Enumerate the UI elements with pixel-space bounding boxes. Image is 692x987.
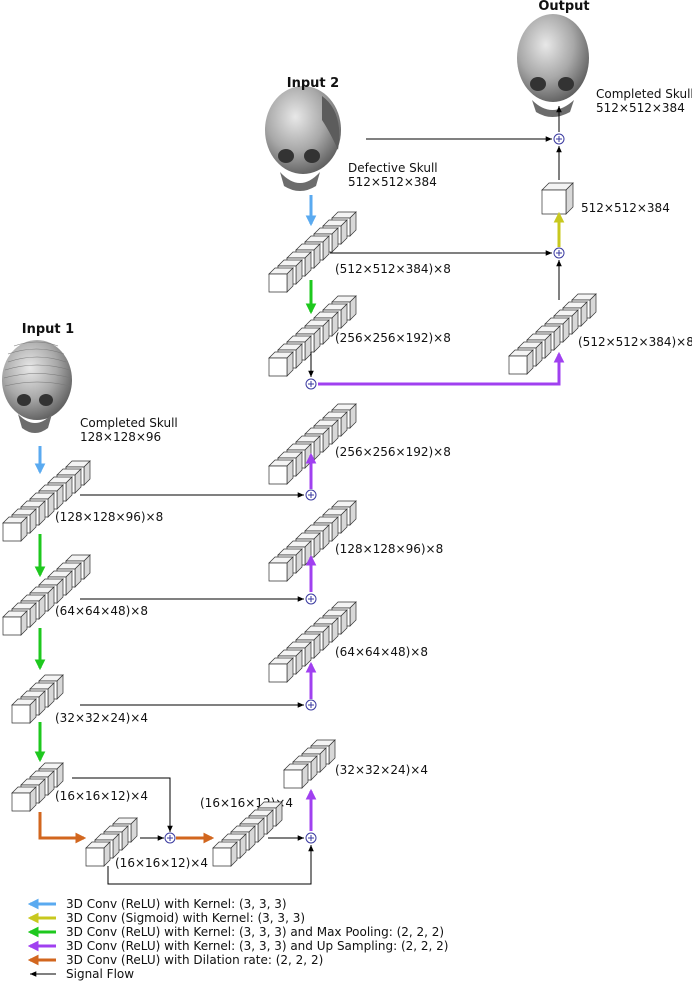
label-up-256: (256×256×192)×8 [335, 445, 451, 459]
label-out-512x8: (512×512×384)×8 [578, 335, 692, 349]
label-dil-1: (16×16×12)×4 [115, 856, 208, 870]
label-in2-256: (256×256×192)×8 [335, 331, 451, 345]
input2-skull-dims: 512×512×384 [348, 175, 437, 189]
stack-up-256 [268, 403, 357, 485]
stack-in2-512 [268, 211, 357, 293]
label-enc-64: (64×64×48)×8 [55, 604, 148, 618]
add-node-up-128 [305, 489, 317, 501]
add-node-output [553, 133, 565, 145]
stack-enc-64 [2, 554, 91, 636]
stack-up-32 [283, 739, 336, 789]
stack-dil-1 [85, 817, 138, 867]
legend-text-yellow: 3D Conv (Sigmoid) with Kernel: (3, 3, 3) [66, 911, 305, 925]
add-node-up-32 [305, 699, 317, 711]
stack-in2-256 [268, 295, 357, 377]
label-out-512: 512×512×384 [581, 201, 670, 215]
stack-enc-128 [2, 460, 91, 542]
label-enc-128: (128×128×96)×8 [55, 510, 163, 524]
input1-title: Input 1 [22, 322, 74, 337]
legend-text-blue: 3D Conv (ReLU) with Kernel: (3, 3, 3) [66, 897, 287, 911]
add-node-up-64 [305, 593, 317, 605]
addition-nodes [164, 133, 565, 844]
stack-up-64 [268, 601, 357, 683]
legend-text-green: 3D Conv (ReLU) with Kernel: (3, 3, 3) an… [66, 925, 444, 939]
legend-text-orange: 3D Conv (ReLU) with Dilation rate: (2, 2… [66, 953, 323, 967]
add-node-up-16 [305, 832, 317, 844]
legend-text-purple: 3D Conv (ReLU) with Kernel: (3, 3, 3) an… [66, 939, 449, 953]
signal-flow-lines [72, 106, 562, 885]
label-enc-32: (32×32×24)×4 [55, 711, 148, 725]
feature-map-stacks [2, 182, 597, 867]
stack-dil-2 [212, 801, 283, 867]
purple-arrow-5 [318, 351, 565, 386]
operation-arrows [34, 195, 565, 844]
output-title: Output [538, 0, 589, 14]
stack-out-512x8 [508, 293, 597, 375]
add-node-dil [164, 832, 176, 844]
input1-skull-image [2, 340, 72, 433]
label-in2-512: (512×512×384)×8 [335, 262, 451, 276]
label-up-32: (32×32×24)×4 [335, 763, 428, 777]
stack-enc-32 [11, 674, 64, 724]
stack-enc-16 [11, 762, 64, 812]
stack-out-single [541, 182, 574, 215]
add-node-up-256 [305, 378, 317, 390]
stack-up-128 [268, 500, 357, 582]
output-skull-name: Completed Skull [596, 87, 692, 101]
output-skull-dims: 512×512×384 [596, 101, 685, 115]
orange-arrow-1 [38, 812, 87, 844]
input1-skull-name: Completed Skull [80, 416, 178, 430]
input1-skull-dims: 128×128×96 [80, 430, 161, 444]
input2-skull-image [265, 86, 341, 191]
add-node-out-512 [553, 247, 565, 259]
label-up-64: (64×64×48)×8 [335, 645, 428, 659]
label-enc-16: (16×16×12)×4 [55, 789, 148, 803]
input2-title: Input 2 [287, 76, 339, 91]
skip-dil-bottom [107, 845, 314, 885]
skip-enc16 [72, 777, 173, 832]
legend: 3D Conv (ReLU) with Kernel: (3, 3, 3) 3D… [27, 897, 449, 981]
input2-skull-name: Defective Skull [348, 161, 438, 175]
label-up-128: (128×128×96)×8 [335, 542, 443, 556]
output-skull-image [517, 14, 589, 117]
legend-text-signal: Signal Flow [66, 967, 134, 981]
